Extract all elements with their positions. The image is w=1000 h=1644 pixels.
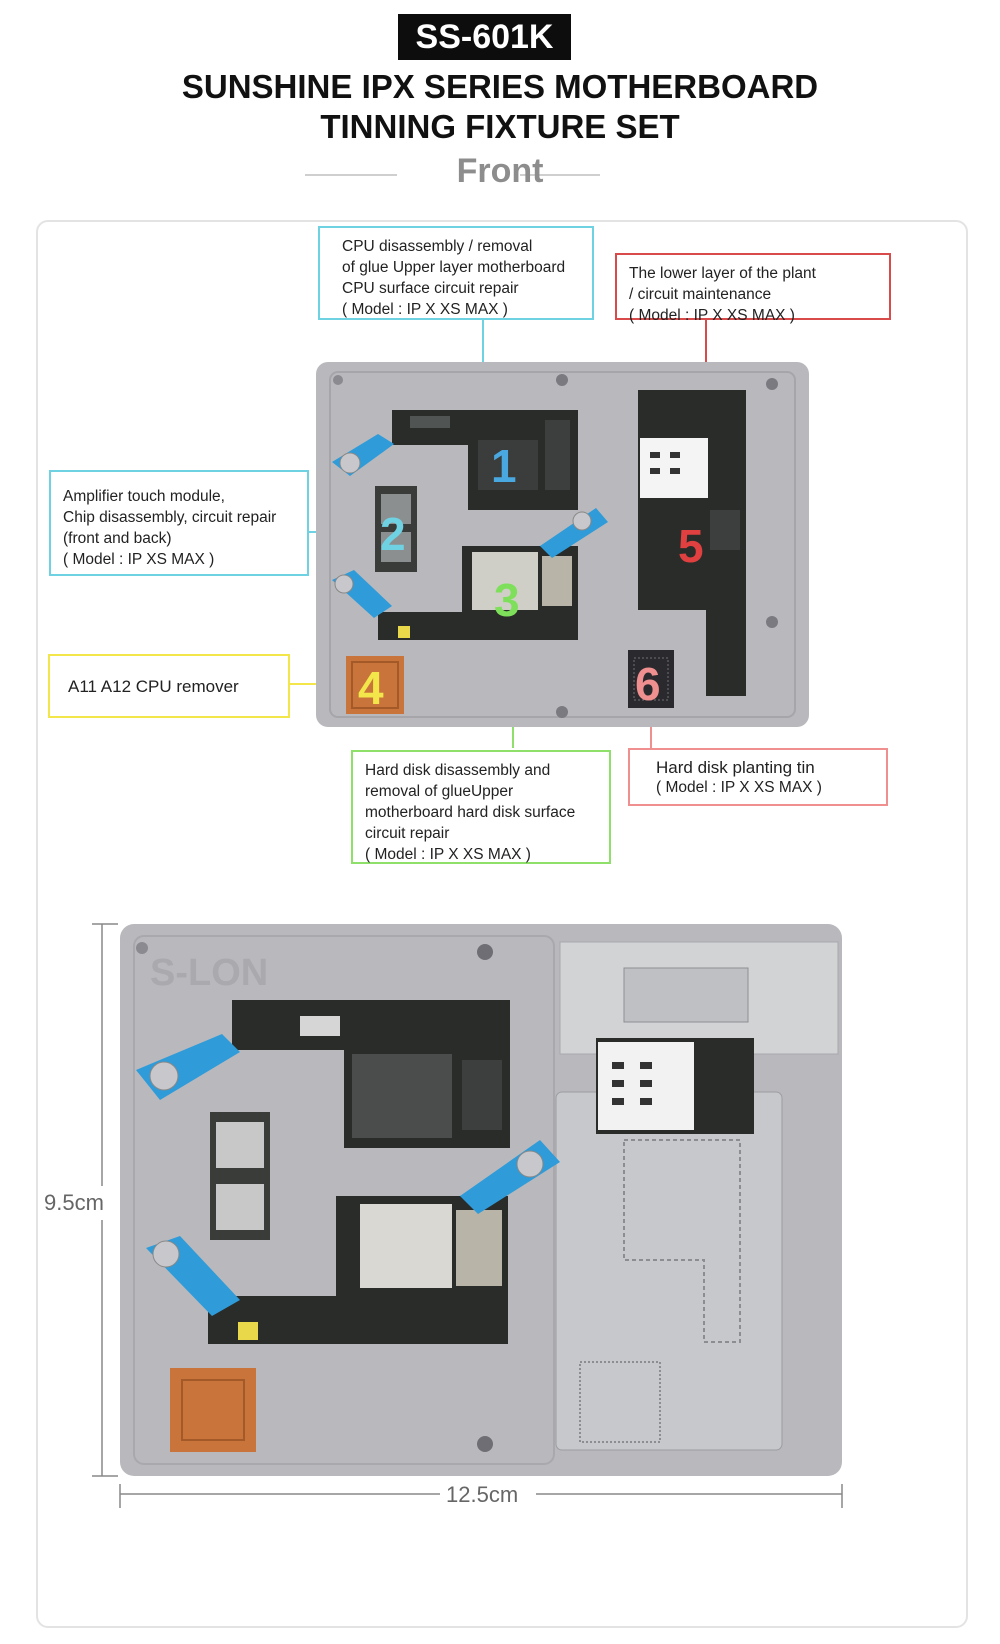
divider-right (520, 174, 600, 176)
callout-amp-line-1: Amplifier touch module, (63, 488, 225, 505)
bottom-clamp-1 (136, 1034, 240, 1100)
clamp-2 (540, 508, 608, 558)
bottom-amp-module (210, 1112, 270, 1240)
title-line-1: SUNSHINE IPX SERIES MOTHERBOARD (181, 68, 819, 105)
number-6: 6 (635, 658, 661, 710)
number-1: 1 (491, 440, 517, 492)
title-line-2: TINNING FIXTURE SET (320, 108, 680, 145)
callout-amplifier: Amplifier touch module, Chip disassembly… (49, 470, 309, 576)
bottom-hdd-board (208, 1196, 508, 1344)
tin-stencil (628, 650, 674, 708)
hdd-board (378, 546, 578, 640)
number-5: 5 (678, 520, 704, 572)
cpu-remover-pad (346, 656, 404, 714)
callout-hdd-line-4: circuit repair (365, 825, 450, 842)
callout-tin-line-2: ( Model : IP X XS MAX ) (656, 779, 822, 796)
callout-cpu-line-3: CPU surface circuit repair (342, 280, 519, 297)
callout-cpu-line-1: CPU disassembly / removal (342, 238, 533, 255)
callout-amp-line-3: (front and back) (63, 530, 172, 547)
callout-lower-line-1: The lower layer of the plant (629, 265, 816, 282)
number-3: 3 (494, 574, 520, 626)
callout-lower-line-3: ( Model : IP X XS MAX ) (629, 307, 795, 324)
callout-a11-line-1: A11 A12 CPU remover (68, 677, 239, 696)
callout-hdd-line-3: motherboard hard disk surface (365, 804, 576, 821)
bottom-cpu-remover-pad (170, 1368, 256, 1452)
view-label: Front (456, 152, 544, 190)
callout-cpu-line-2: of glue Upper layer motherboard (342, 259, 566, 276)
callout-hdd-line-1: Hard disk disassembly and (365, 762, 551, 779)
height-dimension (92, 923, 118, 1477)
bottom-cpu-board (232, 1000, 510, 1148)
brand-mark: S-LON (150, 952, 268, 994)
callout-lower-layer: The lower layer of the plant / circuit m… (615, 253, 891, 324)
amp-module (375, 486, 417, 572)
view-heading: Front (0, 152, 1000, 192)
height-label: 9.5cm (44, 1190, 104, 1215)
bottom-clamp-3 (146, 1236, 240, 1316)
cpu-board (392, 410, 578, 510)
bottom-clamp-2 (460, 1140, 560, 1214)
number-4: 4 (358, 662, 384, 714)
sim-board (596, 1038, 754, 1134)
callout-cpu-remover: A11 A12 CPU remover (48, 654, 290, 718)
callout-planting-tin: Hard disk planting tin ( Model : IP X XS… (628, 748, 888, 806)
callout-lower-line-2: / circuit maintenance (629, 286, 772, 303)
steel-stencil (555, 941, 839, 1451)
lower-layer-board (638, 390, 746, 696)
callout-hdd-line-5: ( Model : IP X XS MAX ) (365, 846, 531, 863)
callout-hard-disk: Hard disk disassembly and removal of glu… (351, 750, 611, 864)
callout-amp-line-2: Chip disassembly, circuit repair (63, 509, 277, 526)
width-label: 12.5cm (446, 1482, 519, 1507)
callout-cpu: CPU disassembly / removal of glue Upper … (318, 226, 594, 320)
divider-left (305, 174, 397, 176)
number-2: 2 (380, 508, 406, 560)
clamp-1 (332, 434, 394, 476)
callout-tin-line-1: Hard disk planting tin (656, 758, 815, 777)
clamp-3 (332, 570, 392, 618)
callout-cpu-line-4: ( Model : IP X XS MAX ) (342, 301, 508, 318)
width-dimension (119, 1484, 843, 1508)
model-tag: SS-601K (398, 14, 571, 60)
callout-amp-line-4: ( Model : IP XS MAX ) (63, 551, 215, 568)
callout-hdd-line-2: removal of glueUpper (365, 783, 514, 800)
